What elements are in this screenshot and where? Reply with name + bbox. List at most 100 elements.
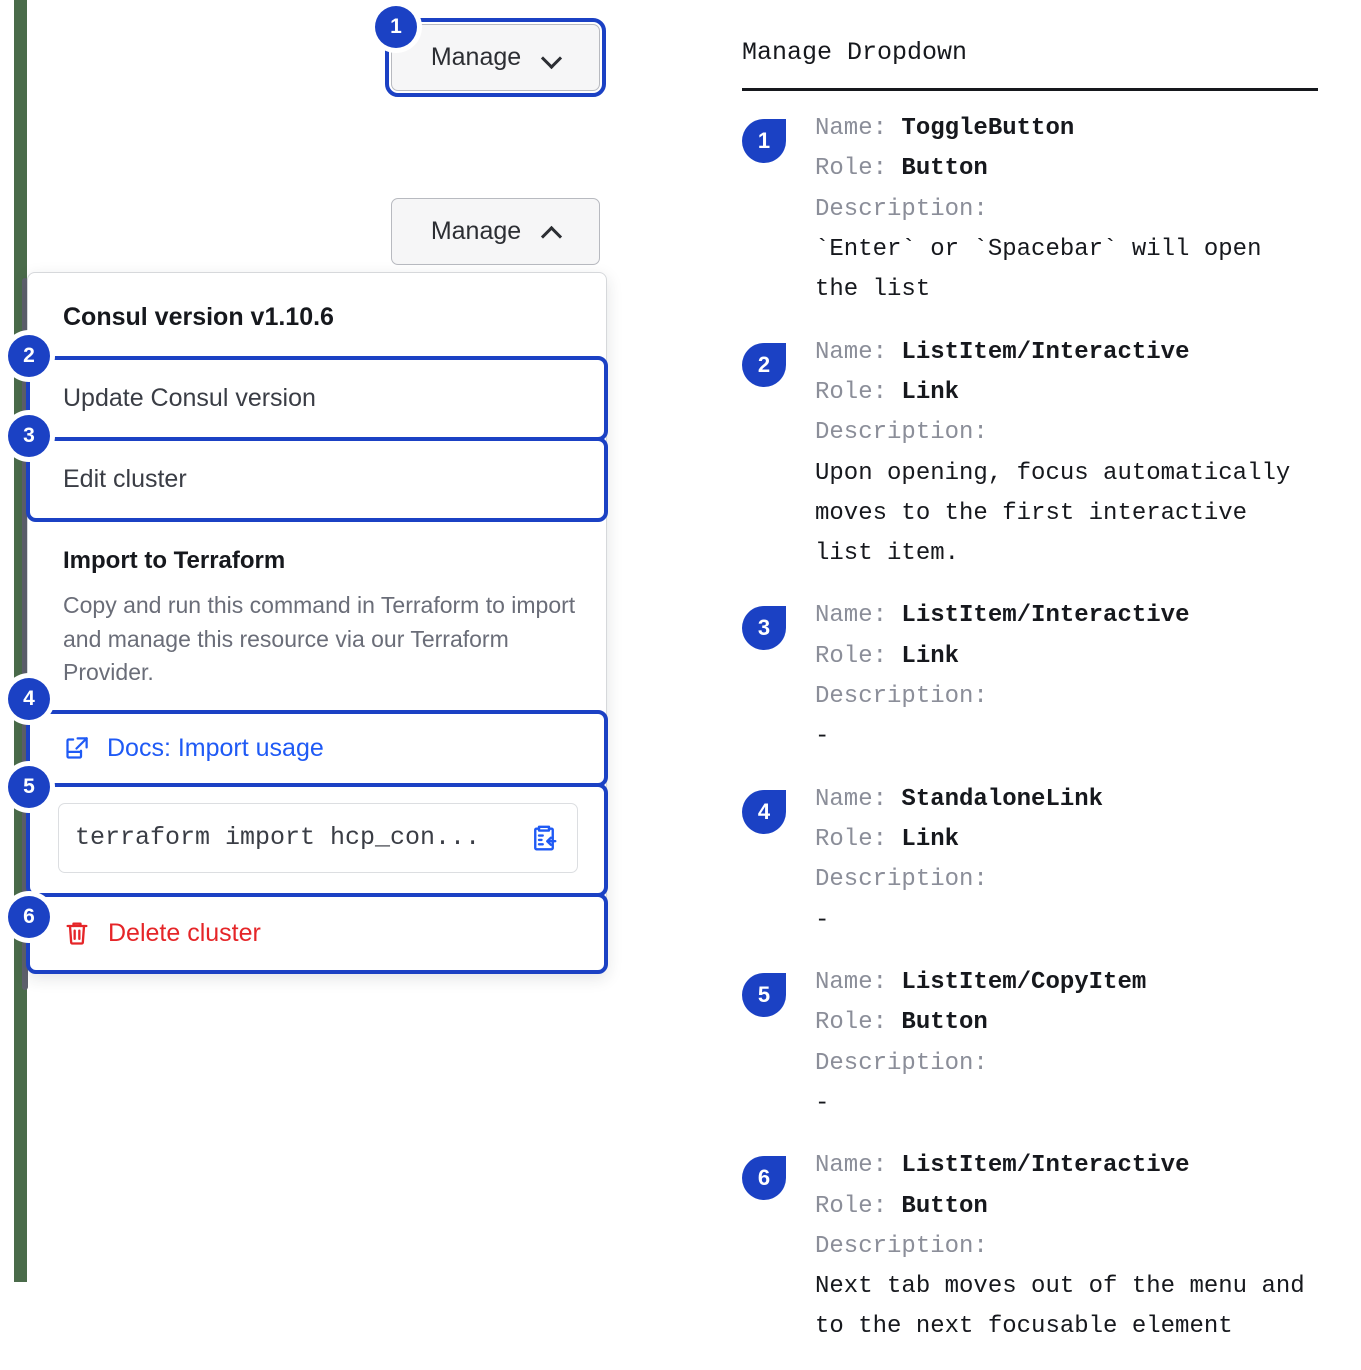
spec-row: Role: Link (815, 637, 1189, 677)
spec-role-label: Role: (815, 826, 902, 853)
spec-badge-1: 1 (742, 119, 786, 163)
dropdown-header-consul-version: Consul version v1.10.6 (63, 303, 334, 331)
terraform-command-field[interactable]: terraform import hcp_con... (58, 802, 578, 873)
spec-description-label: Description: (815, 1049, 988, 1077)
spec-role-label: Role: (815, 1009, 902, 1037)
spec-row: Role: Button (815, 1003, 1146, 1043)
chevron-up-icon (543, 223, 560, 240)
spec-role-value: Button (901, 1009, 988, 1037)
spec-description-label: Description: (815, 683, 988, 711)
spec-row: Description: (815, 1044, 1146, 1084)
spec-description-label: Description: (815, 866, 988, 894)
spec-row: Description: (815, 413, 1290, 453)
spec-role-value: Link (901, 642, 960, 670)
spec-name-value: StandaloneLink (901, 785, 1104, 813)
spec-name-value: ListItem/CopyItem (901, 968, 1147, 996)
callout-badge-6: 6 (8, 896, 50, 938)
callout-badge-5: 5 (8, 766, 50, 808)
spec-name-value: ListItem/Interactive (901, 602, 1190, 630)
manage-toggle-label-collapsed: Manage (430, 43, 522, 71)
spec-description-value: Upon opening, focus automatically moves … (815, 459, 1291, 568)
section-body-import-to-terraform: Copy and run this command in Terraform t… (63, 592, 576, 686)
spec-description-label: Description: (815, 419, 988, 447)
spec-role-value: Link (901, 826, 960, 853)
right-panel-title: Manage Dropdown (742, 38, 968, 67)
spec-row: Name: ListItem/Interactive (815, 333, 1290, 373)
spec-row: Role: Link (815, 820, 1103, 860)
spec-badge-3: 3 (742, 606, 786, 651)
menu-item-delete-cluster[interactable]: Delete cluster (26, 892, 608, 974)
spec-role-label: Role: (815, 1192, 902, 1220)
spec-role-value: Link (901, 378, 960, 406)
delete-cluster-label: Delete cluster (108, 918, 261, 947)
spec-description-value: `Enter` or `Spacebar` will open the list (815, 235, 1262, 304)
page-scrollbar[interactable] (22, 278, 28, 990)
copy-to-clipboard-icon[interactable] (529, 823, 559, 853)
spec-row: Name: ListItem/CopyItem (815, 963, 1146, 1003)
manage-toggle-button-collapsed[interactable]: Manage (385, 18, 606, 97)
spec-description-value: - (815, 906, 830, 934)
trash-icon (63, 919, 91, 947)
callout-badge-1: 1 (375, 6, 417, 48)
spec-badge-5: 5 (742, 972, 786, 1017)
spec-name-label: Name: (815, 968, 902, 996)
spec-role-label: Role: (815, 378, 902, 406)
spec-row: Description: (815, 677, 1189, 717)
spec-name-label: Name: (815, 1152, 902, 1180)
spec-role-value: Button (901, 155, 988, 183)
callout-badge-3: 3 (8, 415, 50, 457)
right-panel-rule (742, 88, 1318, 91)
spec-description-value: - (815, 723, 830, 751)
menu-item-update-consul-version[interactable]: Update Consul version (26, 356, 608, 441)
spec-badge-2: 2 (742, 342, 786, 387)
manage-dropdown-panel: Consul version v1.10.6 Update Consul ver… (26, 272, 608, 974)
spec-badge-4: 4 (742, 789, 786, 834)
spec-role-label: Role: (815, 642, 902, 670)
spec-row: Name: ListItem/Interactive (815, 1146, 1305, 1186)
manage-toggle-button-expanded[interactable]: Manage (391, 198, 600, 265)
spec-row: Description: (815, 860, 1103, 900)
spec-row: Role: Button (815, 149, 1261, 189)
spec-badge-6: 6 (742, 1156, 786, 1201)
spec-row: Description: (815, 190, 1261, 230)
spec-role-value: Button (901, 1192, 988, 1220)
spec-name-label: Name: (815, 115, 902, 142)
spec-description-label: Description: (815, 1232, 988, 1260)
menu-item-docs-import-usage[interactable]: Docs: Import usage (26, 709, 608, 787)
spec-name-label: Name: (815, 785, 902, 813)
menu-item-copy-terraform-command[interactable]: terraform import hcp_con... (26, 782, 608, 897)
external-link-icon (63, 735, 90, 762)
spec-name-value: ListItem/Interactive (901, 1152, 1190, 1180)
menu-item-edit-cluster[interactable]: Edit cluster (26, 437, 608, 522)
left-column: Manage 1 Manage Consul version v1.10.6 U… (0, 0, 700, 1282)
spec-row: Description: (815, 1227, 1305, 1267)
spec-row: Role: Button (815, 1187, 1305, 1227)
manage-toggle-label-expanded: Manage (430, 217, 522, 245)
chevron-down-icon (543, 49, 560, 66)
spec-description-value: Next tab moves out of the menu and to th… (815, 1273, 1305, 1341)
callout-badge-4: 4 (8, 678, 50, 720)
spec-name-value: ToggleButton (901, 115, 1075, 142)
section-title-import-to-terraform: Import to Terraform (63, 547, 286, 574)
callout-badge-2: 2 (8, 335, 50, 377)
spec-description-value: - (815, 1089, 830, 1117)
spec-name-label: Name: (815, 338, 902, 366)
dropdown-divider (46, 520, 588, 521)
spec-role-label: Role: (815, 155, 902, 183)
spec-name-value: ListItem/Interactive (901, 338, 1190, 366)
terraform-command-text: terraform import hcp_con... (75, 823, 481, 853)
spec-name-label: Name: (815, 602, 902, 630)
